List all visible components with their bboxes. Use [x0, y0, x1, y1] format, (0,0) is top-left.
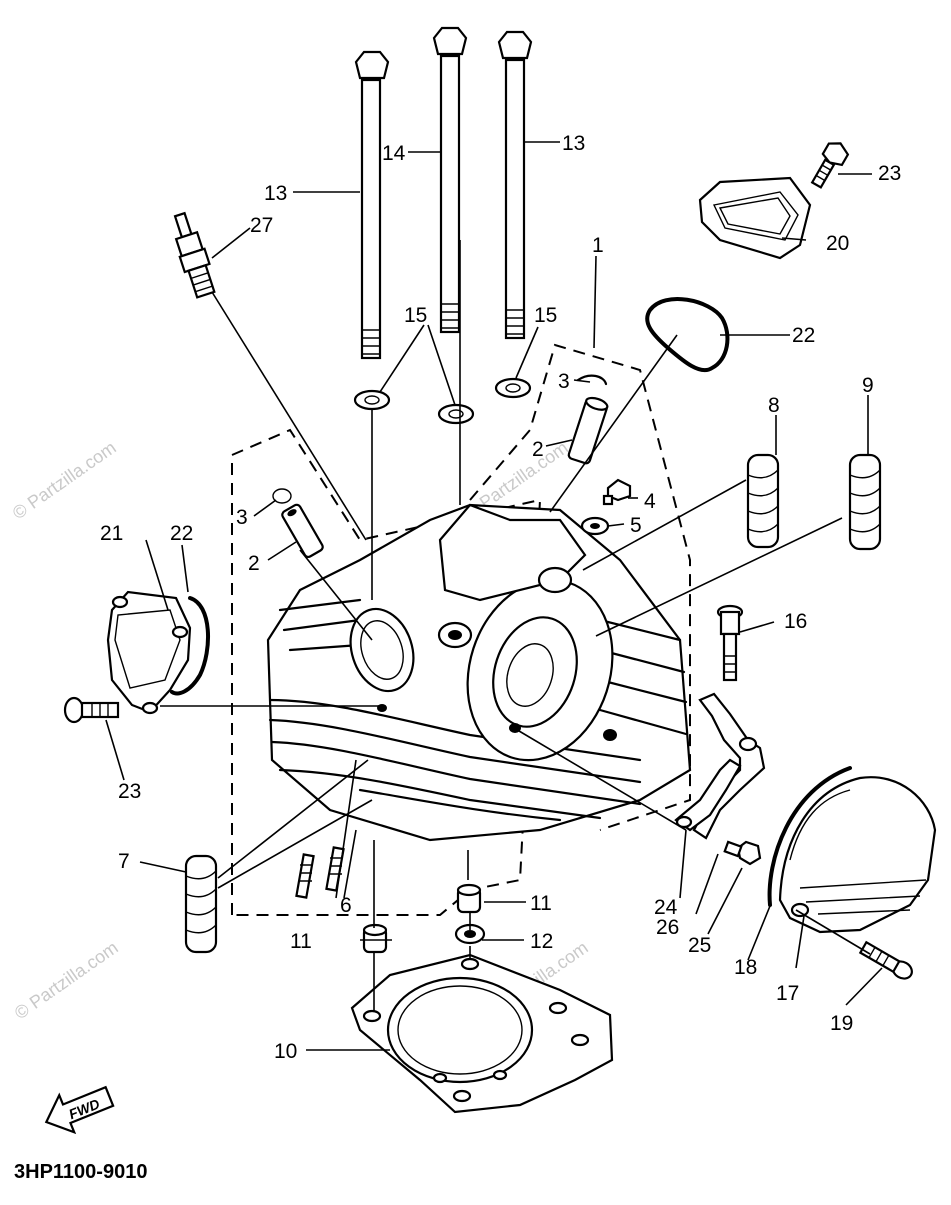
fwd-arrow: FWD [44, 1085, 115, 1135]
callout-12: 12 [530, 930, 553, 953]
dowel-11-right [456, 883, 482, 914]
callout-2-left: 2 [248, 552, 260, 575]
bolt-4 [602, 478, 632, 506]
sleeve-9 [848, 453, 882, 551]
valve-guide-upper [567, 396, 609, 465]
callout-17: 17 [776, 982, 799, 1005]
watermark: © Partzilla.com [9, 437, 120, 523]
callout-14: 14 [382, 142, 406, 165]
valve-guide-left [281, 503, 324, 559]
callout-19: 19 [830, 1012, 853, 1035]
side-cover-21 [106, 590, 210, 715]
clip-upper [576, 374, 608, 386]
bolt-16 [716, 604, 744, 682]
callout-2-upper: 2 [532, 438, 544, 461]
cylinder-head-assembly-outline-right [469, 343, 691, 831]
studs-6 [295, 846, 345, 899]
callout-21: 21 [100, 522, 123, 545]
bolt-25 [723, 840, 762, 866]
callout-15-left: 15 [404, 304, 427, 327]
callout-11-left: 11 [290, 930, 312, 953]
dowel-11-left [362, 923, 388, 954]
callout-25: 25 [688, 934, 711, 957]
callout-6: 6 [340, 894, 352, 917]
leader-lines [105, 141, 883, 1051]
callout-27: 27 [250, 214, 273, 237]
callout-3-upper: 3 [558, 370, 570, 393]
callout-labels: 1 2 2 3 3 4 5 6 7 8 9 10 11 11 12 13 13 … [100, 132, 901, 1063]
callout-23-left: 23 [118, 780, 141, 803]
cap-20 [698, 176, 812, 260]
callout-11-right: 11 [530, 892, 552, 915]
callout-8: 8 [768, 394, 780, 417]
callout-16: 16 [784, 610, 807, 633]
callout-22-left: 22 [170, 522, 193, 545]
callout-1: 1 [592, 234, 604, 257]
cylinder-head-assembly-outline [231, 428, 542, 916]
callout-5: 5 [630, 514, 642, 537]
callout-20: 20 [826, 232, 849, 255]
callout-9: 9 [862, 374, 874, 397]
head-bolt-13-right [497, 30, 533, 340]
callout-10: 10 [274, 1040, 297, 1063]
seal-12 [454, 923, 486, 945]
callout-24: 24 [654, 896, 678, 919]
bolt-23-top [810, 142, 850, 189]
washers-15 [353, 377, 532, 425]
callout-13-left: 13 [264, 182, 287, 205]
o-ring-22-top [645, 296, 730, 372]
callout-7: 7 [118, 850, 130, 873]
bracket-24 [674, 758, 742, 832]
washer-5 [580, 516, 610, 536]
head-gasket [350, 953, 614, 1114]
bolt-23-left [63, 696, 120, 724]
clip-left [272, 488, 292, 504]
callout-15-right: 15 [534, 304, 557, 327]
callout-22-top: 22 [792, 324, 815, 347]
head-bolt-13-left [354, 50, 390, 360]
callout-13-right: 13 [562, 132, 585, 155]
diagram-code: 3HP1100-9010 [14, 1161, 147, 1183]
callout-23-top: 23 [878, 162, 901, 185]
callout-26: 26 [656, 916, 679, 939]
callout-3-left: 3 [236, 506, 248, 529]
sleeve-8 [746, 453, 780, 549]
cylinder-head [266, 503, 692, 842]
spark-plug [173, 211, 216, 299]
sleeve-7 [184, 854, 218, 954]
callout-18: 18 [734, 956, 757, 979]
callout-4: 4 [644, 490, 656, 513]
watermark: © Partzilla.com [11, 937, 122, 1023]
bolt-19 [858, 940, 913, 980]
head-bolt-14 [432, 26, 468, 334]
tappet-cover-18 [767, 766, 937, 934]
